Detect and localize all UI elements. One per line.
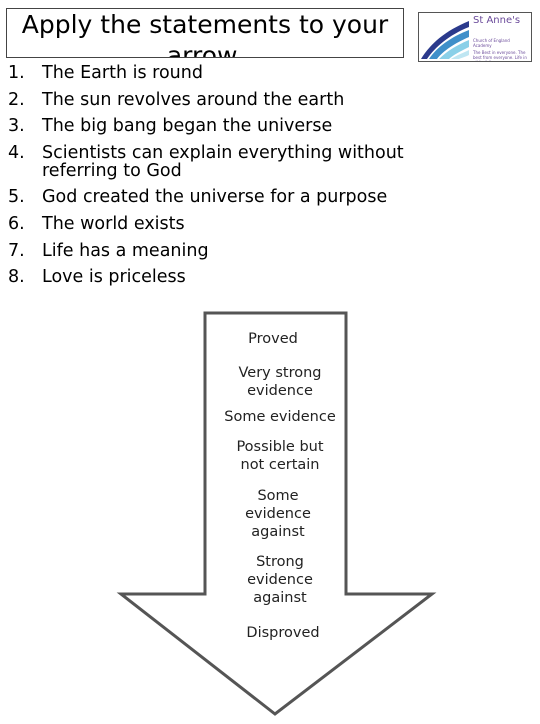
- scale-label-possible-text: Possible but not certain: [236, 439, 324, 473]
- item-number: 6.: [8, 213, 25, 234]
- scale-label-some-against: Some evidence against: [198, 487, 358, 541]
- item-text: The sun revolves around the earth: [42, 89, 345, 110]
- item-number: 4.: [8, 142, 25, 163]
- item-number: 8.: [8, 267, 25, 288]
- wave-logo-icon: [421, 21, 469, 59]
- item-text: Life has a meaning: [42, 240, 209, 261]
- title-box: Apply the statements to your arrow.: [6, 8, 404, 58]
- item-number: 7.: [8, 240, 25, 261]
- statement-list: 1. The Earth is round 2. The sun revolves …: [8, 64, 448, 295]
- item-number: 5.: [8, 187, 25, 208]
- item-text: God created the universe for a purpose: [42, 187, 388, 208]
- list-item: 7. Life has a meaning: [8, 242, 448, 260]
- item-text: Scientists can explain everything withou…: [42, 142, 404, 181]
- logo-name: St Anne's: [473, 15, 521, 26]
- logo-subtitle: Church of England Academy The Best in ev…: [473, 38, 529, 61]
- page-title: Apply the statements to your arrow.: [21, 10, 389, 58]
- scale-label-strong-against: Strong evidence against: [200, 553, 360, 607]
- item-text: Love is priceless: [42, 267, 186, 288]
- item-number: 1.: [8, 63, 25, 83]
- scale-label-some-evidence: Some evidence: [224, 409, 336, 425]
- item-text: The Earth is round: [42, 63, 203, 83]
- scale-label-disproved: Disproved: [246, 625, 320, 641]
- scale-label-strong-against-text: Strong evidence against: [247, 554, 313, 606]
- item-text: The world exists: [42, 213, 185, 234]
- scale-label-possible: Possible but not certain: [200, 438, 360, 474]
- scale-label-very-strong: Very strong evidence: [200, 364, 360, 400]
- logo-subtitle-text: Church of England Academy: [473, 38, 510, 48]
- list-item: 1. The Earth is round: [8, 64, 448, 82]
- scale-label-some-against-text: Some evidence against: [245, 488, 311, 540]
- item-text: The big bang began the universe: [42, 116, 333, 137]
- list-item: 6. The world exists: [8, 215, 448, 233]
- list-item: 3. The big bang began the universe: [8, 117, 448, 135]
- item-number: 3.: [8, 116, 25, 137]
- list-item: 4. Scientists can explain everything with…: [8, 144, 448, 180]
- list-item: 8. Love is priceless: [8, 268, 448, 286]
- scale-label-proved: Proved: [248, 331, 298, 347]
- list-item: 2. The sun revolves around the earth: [8, 91, 448, 109]
- logo-tagline: The Best in everyone. The best from ever…: [473, 50, 527, 61]
- school-logo: St Anne's Church of England Academy The …: [418, 12, 532, 62]
- list-item: 5. God created the universe for a purpose: [8, 188, 448, 206]
- scale-label-very-strong-text: Very strong evidence: [238, 365, 322, 399]
- item-number: 2.: [8, 89, 25, 110]
